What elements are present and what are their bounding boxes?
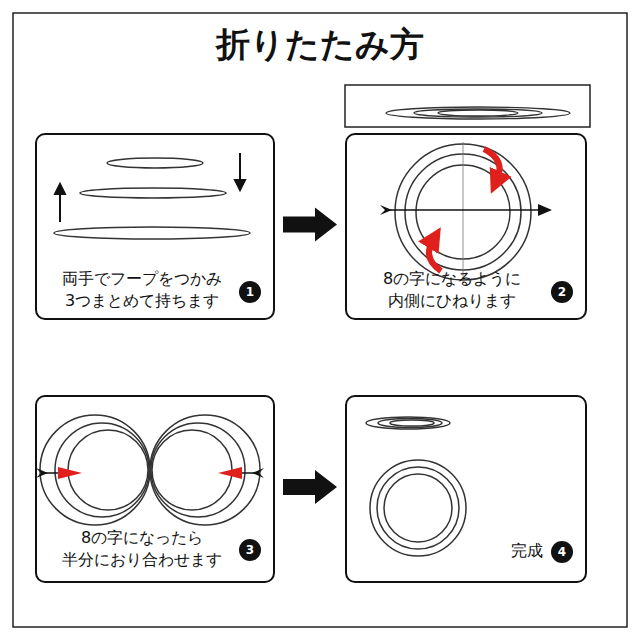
callout-circle: 4 — [551, 541, 573, 563]
callout-number: 1 — [246, 286, 254, 298]
step-panel: 8の字になったら 半分におり合わせます 3 — [35, 395, 275, 583]
title: 折りたたみ方 — [0, 22, 640, 66]
step-panel: 完成4 — [345, 395, 587, 583]
callout-circle: 1 — [239, 281, 261, 303]
callout-circle: 2 — [551, 281, 573, 303]
step-panel: 両手でフープをつかみ 3つまとめて持ちます 1 — [35, 133, 275, 320]
callout-number: 2 — [558, 286, 566, 298]
step-text: 完成 — [497, 540, 557, 562]
step-text: 両手でフープをつかみ 3つまとめて持ちます — [47, 268, 237, 312]
callout-number: 3 — [246, 544, 254, 556]
step-text: 8の字になるように 内側にひねります — [357, 268, 547, 312]
callout-circle: 3 — [239, 539, 261, 561]
callout-number: 4 — [558, 546, 566, 558]
block-arrow — [283, 208, 337, 242]
step-text: 8の字になったら 半分におり合わせます — [47, 527, 237, 571]
block-arrow — [283, 470, 337, 504]
step-panel: 8の字になるように 内側にひねります 2 — [345, 133, 587, 320]
